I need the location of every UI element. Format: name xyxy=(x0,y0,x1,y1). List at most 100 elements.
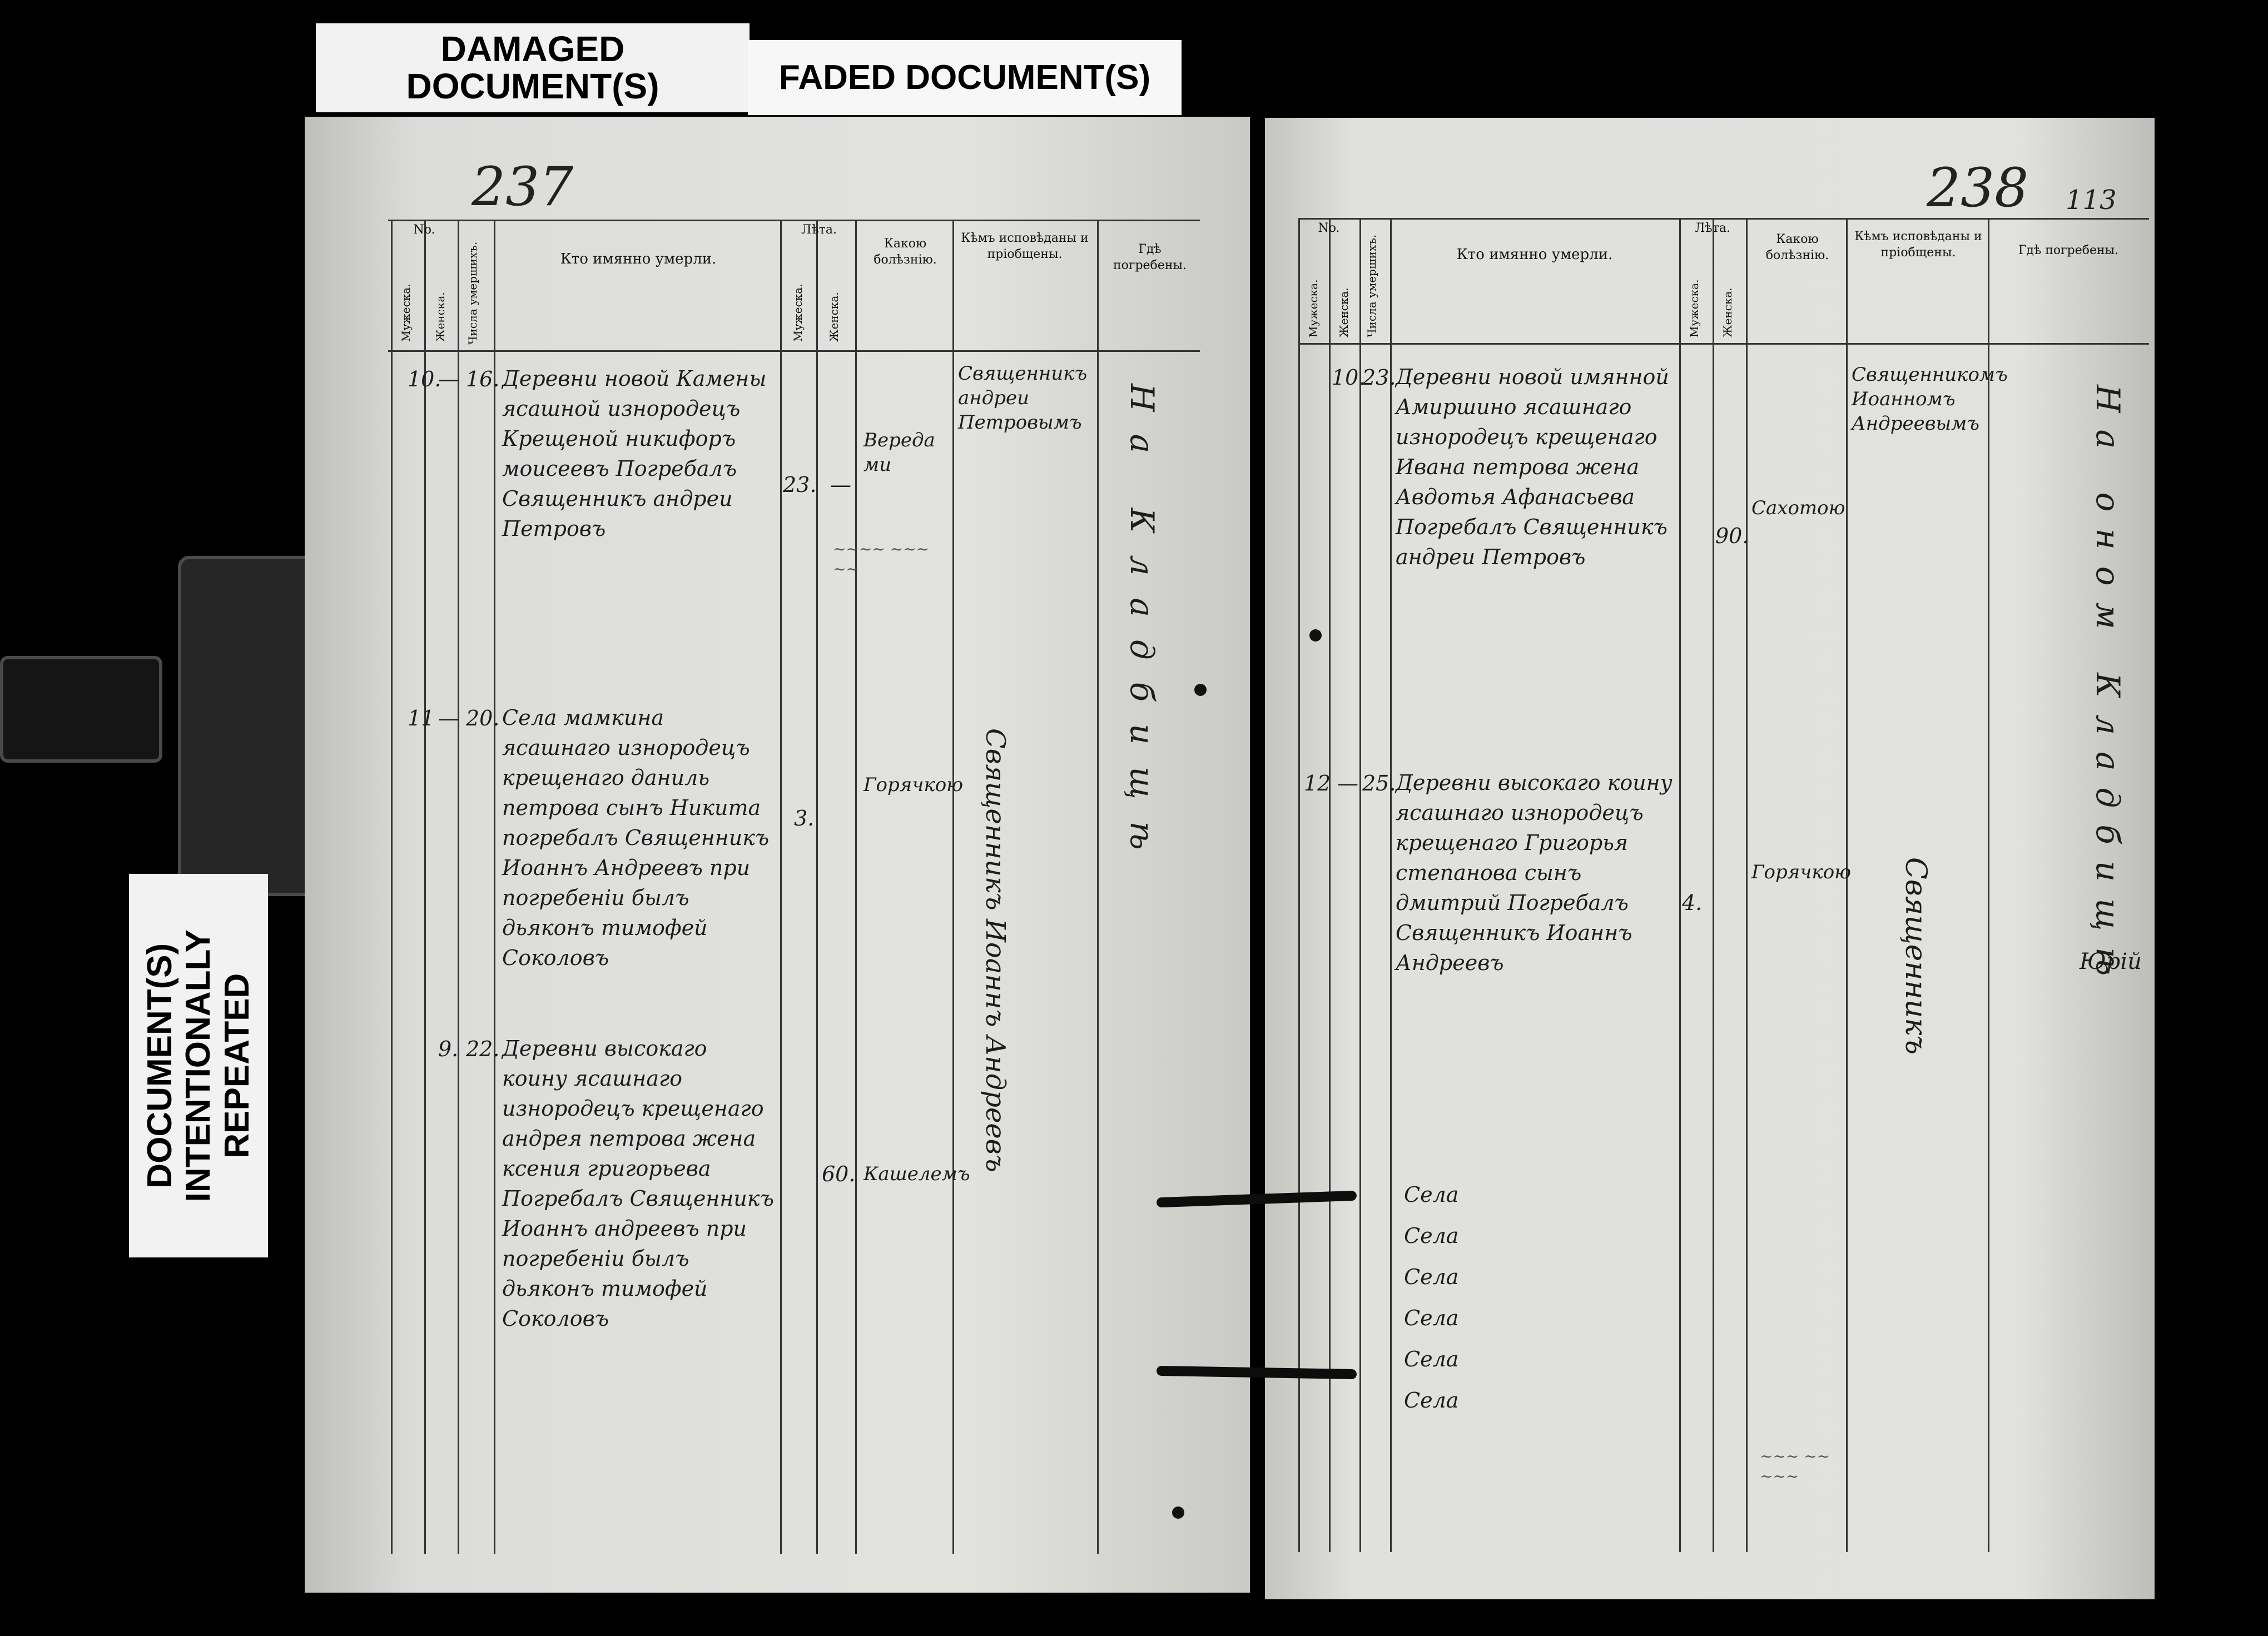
header-female: Женска. xyxy=(1337,287,1351,337)
row-male-no: 12 xyxy=(1304,771,1331,795)
row-confessed: Священникъ андреи Петровымъ xyxy=(958,362,1088,434)
left-page: 237 No. Мужеска. Женска. Числа умершихъ.… xyxy=(305,117,1250,1593)
header-bottom-rule xyxy=(388,350,1200,352)
row-female-no: 9. xyxy=(438,1037,459,1061)
list-word: Села xyxy=(1404,1347,1459,1372)
row-entry-text: Деревни новой имянной Амиршино ясашнаго … xyxy=(1396,365,1669,569)
header-date: Числа умершихъ. xyxy=(466,241,479,345)
binding-hole xyxy=(1194,684,1207,696)
col-rule xyxy=(816,220,818,1554)
row-entry-text: Деревни новой Камены ясашной изнородецъ … xyxy=(502,366,767,541)
list-word: Села xyxy=(1404,1265,1459,1290)
row-age-male: 23. xyxy=(783,473,817,497)
row-disease: Горячкою xyxy=(1751,861,1852,883)
col-rule xyxy=(855,220,857,1554)
row-female-no: — xyxy=(1337,771,1358,795)
binding-hole xyxy=(1172,1506,1184,1519)
binding-clasp-hinge xyxy=(0,656,162,763)
col-rule xyxy=(1988,218,1989,1552)
header-no: No. xyxy=(1318,221,1340,235)
col-rule xyxy=(1097,220,1099,1554)
header-years-male: Мужеска. xyxy=(1688,279,1701,337)
row-male-no: 10. xyxy=(408,367,441,391)
header-buried: Гдѣ погребены. xyxy=(2018,243,2119,257)
row-age-female: 90. xyxy=(1715,524,1749,548)
row-date: 23. xyxy=(1362,365,1396,390)
row-confessed: Священникомъ Иоанномъ Андреевымъ xyxy=(1852,364,2008,435)
header-years-female: Женска. xyxy=(1721,287,1734,337)
col-rule xyxy=(780,220,782,1554)
row-age-female: 60. xyxy=(822,1162,856,1186)
col-rule xyxy=(391,220,393,1554)
margin-note: Юрій xyxy=(2080,949,2142,974)
header-male: Мужеска. xyxy=(399,284,413,342)
row-disease: Вереда ми xyxy=(863,429,935,476)
header-who: Кто имянно умерли. xyxy=(560,251,717,267)
left-page-number: 237 xyxy=(472,156,574,218)
confessed-signature: Священникъ Иоаннъ Андреевъ xyxy=(980,728,1011,1172)
buried-place: На Кладбищѣ xyxy=(1123,384,1161,872)
repeated-label-line: REPEATED xyxy=(217,973,256,1158)
header-top-rule xyxy=(1298,218,2149,220)
row-disease: Сахотою xyxy=(1751,497,1845,519)
right-page: 238 113 No. Мужеска. Женска. Числа умерш… xyxy=(1265,118,2155,1599)
repeated-label-line: DOCUMENT(S) xyxy=(140,943,179,1189)
list-words: Села Села Села Села Села Села xyxy=(1404,1174,1515,1421)
col-rule xyxy=(1679,218,1681,1552)
header-male: Мужеска. xyxy=(1307,279,1320,337)
corner-number: 113 xyxy=(2066,185,2117,216)
list-word: Села xyxy=(1404,1182,1459,1207)
header-disease: Какою болѣзнію. xyxy=(874,237,937,267)
row-female-no: — xyxy=(438,367,459,391)
buried-place: На оном Кладбищѣ xyxy=(2089,385,2127,993)
list-word: Села xyxy=(1404,1306,1459,1331)
col-rule xyxy=(1746,218,1748,1552)
repeated-label-line: INTENTIONALLY xyxy=(179,929,218,1202)
header-female: Женска. xyxy=(434,292,447,342)
header-who: Кто имянно умерли. xyxy=(1456,246,1613,263)
list-word: Села xyxy=(1404,1224,1459,1249)
right-page-number: 238 xyxy=(1927,157,2029,219)
col-rule xyxy=(1359,218,1361,1552)
row-entry-text: Деревни высокаго коину ясашнаго изнороде… xyxy=(502,1036,774,1331)
confessed-signature: Священникъ xyxy=(1899,857,1932,1055)
col-rule xyxy=(424,220,426,1554)
header-confessed: Кѣмъ исповѣданы и пріобщены. xyxy=(961,231,1089,261)
row-entry-text: Села мамкина ясашнаго изнородецъ крещена… xyxy=(502,705,770,970)
damaged-label-line: DOCUMENT(S) xyxy=(406,66,659,106)
row-age-male: 3. xyxy=(794,806,815,831)
row-age-female: — xyxy=(830,473,851,497)
header-buried: Гдѣ погребены. xyxy=(1113,242,1187,272)
intentionally-repeated-label: DOCUMENT(S) INTENTIONALLY REPEATED xyxy=(129,874,268,1257)
col-rule xyxy=(952,220,954,1554)
header-disease: Какою болѣзнію. xyxy=(1765,232,1829,262)
col-rule xyxy=(1329,218,1331,1552)
row-disease: Кашелемъ xyxy=(863,1163,970,1185)
faded-document-label: FADED DOCUMENT(S) xyxy=(748,40,1182,115)
row-date: 25. xyxy=(1362,771,1396,795)
row-female-no: — xyxy=(438,706,459,730)
header-years: Лѣта. xyxy=(801,223,837,237)
list-word: Села xyxy=(1404,1388,1459,1413)
header-years-male: Мужеска. xyxy=(791,284,805,342)
row-date: 22. xyxy=(466,1037,500,1061)
col-rule xyxy=(1713,218,1714,1552)
header-years: Лѣта. xyxy=(1695,221,1730,235)
header-confessed: Кѣмъ исповѣданы и пріобщены. xyxy=(1854,230,1982,260)
row-date: 16. xyxy=(466,367,500,391)
header-bottom-rule xyxy=(1298,343,2149,345)
col-rule xyxy=(458,220,459,1554)
col-rule xyxy=(1390,218,1392,1552)
row-date: 20. xyxy=(466,706,500,730)
faded-note: ~~~~ ~~~ ~~ xyxy=(833,540,930,579)
row-disease: Горячкою xyxy=(863,774,964,796)
header-years-female: Женска. xyxy=(827,292,841,342)
header-top-rule xyxy=(388,220,1200,221)
col-rule xyxy=(1846,218,1848,1552)
row-female-no: 10. xyxy=(1332,365,1366,390)
damaged-document-label: DAMAGED DOCUMENT(S) xyxy=(316,23,750,112)
faded-note: ~~~ ~~ ~~~ xyxy=(1760,1447,1830,1486)
col-rule xyxy=(1298,218,1300,1552)
col-rule xyxy=(494,220,495,1554)
row-male-no: 11 xyxy=(408,706,435,730)
